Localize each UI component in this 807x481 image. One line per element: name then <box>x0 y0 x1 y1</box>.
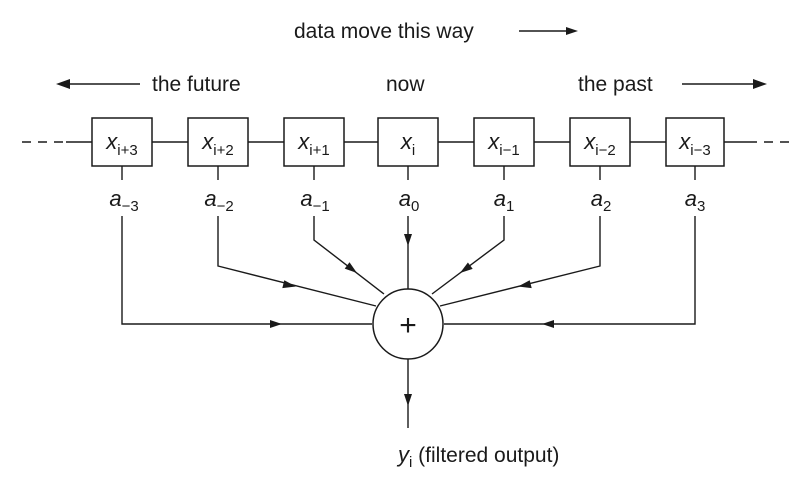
future-arrow <box>56 79 140 89</box>
sample-cell: xi+1 <box>283 117 345 167</box>
tap-path-a-minus-3 <box>121 216 372 328</box>
tap-path-a-0 <box>404 216 412 290</box>
coefficient-label: a3 <box>685 186 706 215</box>
sample-cell: xi−1 <box>473 117 535 167</box>
coefficient-label: a−2 <box>204 186 233 215</box>
sample-cell-current: xi <box>377 117 439 167</box>
coefficient-label: a−1 <box>300 186 329 215</box>
sample-cell: xi−2 <box>569 117 631 167</box>
coefficient-label: a0 <box>399 186 420 215</box>
summing-junction: + <box>372 288 444 360</box>
future-label: the future <box>152 73 241 96</box>
now-label: now <box>386 73 425 96</box>
tap-path-a-2 <box>439 216 601 307</box>
flow-arrow <box>519 27 578 35</box>
sample-cell: xi−3 <box>665 117 725 167</box>
svg-text:xi+1: xi+1 <box>297 129 329 159</box>
tap-path-a-minus-2 <box>217 216 377 307</box>
svg-text:xi+3: xi+3 <box>105 129 137 159</box>
svg-text:xi−2: xi−2 <box>583 129 615 159</box>
flow-label: data move this way <box>294 20 474 43</box>
coefficient-label: a2 <box>591 186 612 215</box>
tap-path-a-1 <box>431 216 505 295</box>
sample-cell: xi+3 <box>91 117 153 167</box>
svg-text:xi−1: xi−1 <box>487 129 519 159</box>
sum-symbol: + <box>399 309 417 342</box>
tap-ticks <box>121 166 696 180</box>
svg-text:xi: xi <box>400 129 415 159</box>
output-label: yi (filtered output) <box>396 442 559 471</box>
coefficient-label: a1 <box>494 186 515 215</box>
output-arrow <box>404 359 412 428</box>
past-arrow <box>682 79 767 89</box>
svg-text:xi+2: xi+2 <box>201 129 233 159</box>
sample-cell: xi+2 <box>187 117 249 167</box>
past-label: the past <box>578 73 653 96</box>
coefficient-label: a−3 <box>109 186 138 215</box>
tap-path-a-minus-1 <box>313 216 385 295</box>
tap-path-a-3 <box>444 216 696 328</box>
svg-text:xi−3: xi−3 <box>678 129 710 159</box>
